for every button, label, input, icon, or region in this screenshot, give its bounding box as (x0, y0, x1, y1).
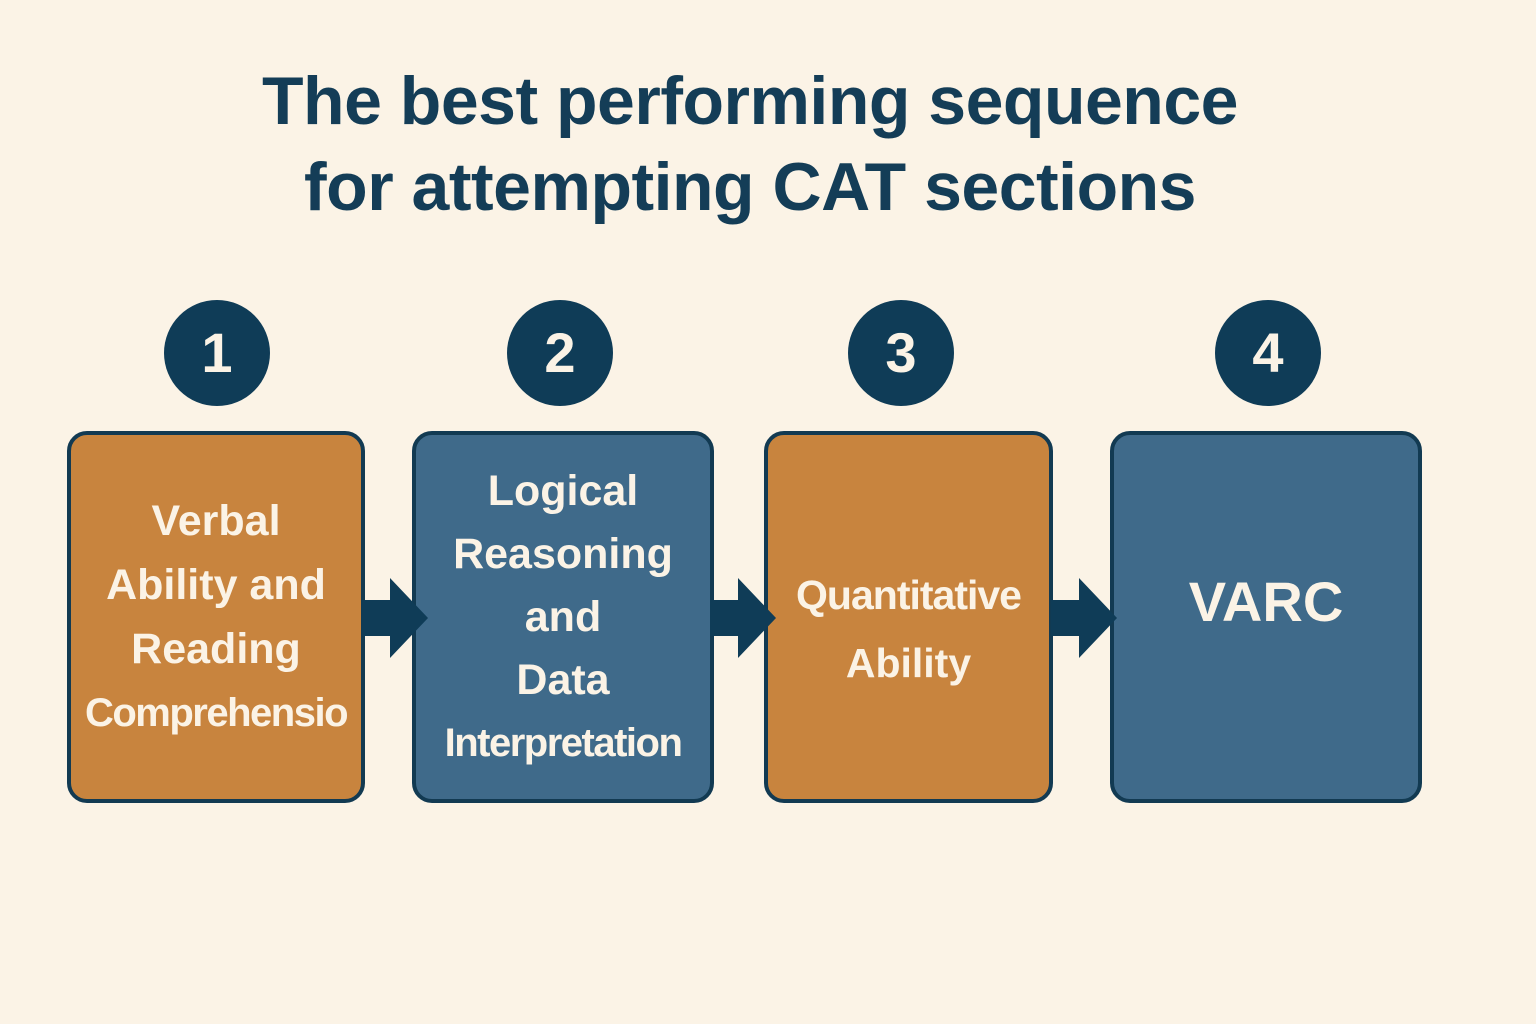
step-box-quantitative-ability: Quantitative Ability (764, 431, 1053, 803)
step-badge-3: 3 (848, 300, 954, 406)
step-1-text-line: Verbal (151, 497, 281, 545)
arrow-right-icon (362, 578, 432, 658)
step-4-text-line: VARC (1188, 570, 1344, 633)
step-box-verbal-ability-reading-comprehension: Verbal Ability and Reading Comprehensio (67, 431, 365, 803)
step-badge-2: 2 (507, 300, 613, 406)
step-box-varc: VARC (1110, 431, 1422, 803)
step-1-text-line: Reading (131, 625, 301, 673)
step-3-text-line: Ability (845, 640, 972, 686)
step-box-logical-reasoning-data-interpretation: Logical Reasoning and Data Interpretatio… (412, 431, 714, 803)
diagram-title: The best performing sequence for attempt… (0, 58, 1500, 230)
arrow-right-icon (710, 578, 780, 658)
title-line-1: The best performing sequence (262, 63, 1238, 139)
step-1-text-line: Comprehensio (84, 691, 349, 735)
step-2-text-line: Interpretation (444, 720, 683, 765)
step-2-text-line: Reasoning (453, 529, 673, 578)
step-1-text-line: Ability and (106, 561, 326, 609)
title-line-2: for attempting CAT sections (304, 149, 1196, 225)
arrow-right-icon (1051, 578, 1121, 658)
step-2-text-line: and (524, 592, 602, 641)
step-badge-1: 1 (164, 300, 270, 406)
step-2-text-line: Logical (487, 466, 639, 515)
step-badge-4: 4 (1215, 300, 1321, 406)
step-3-text-line: Quantitative (796, 572, 1022, 618)
step-2-text-line: Data (516, 655, 610, 704)
